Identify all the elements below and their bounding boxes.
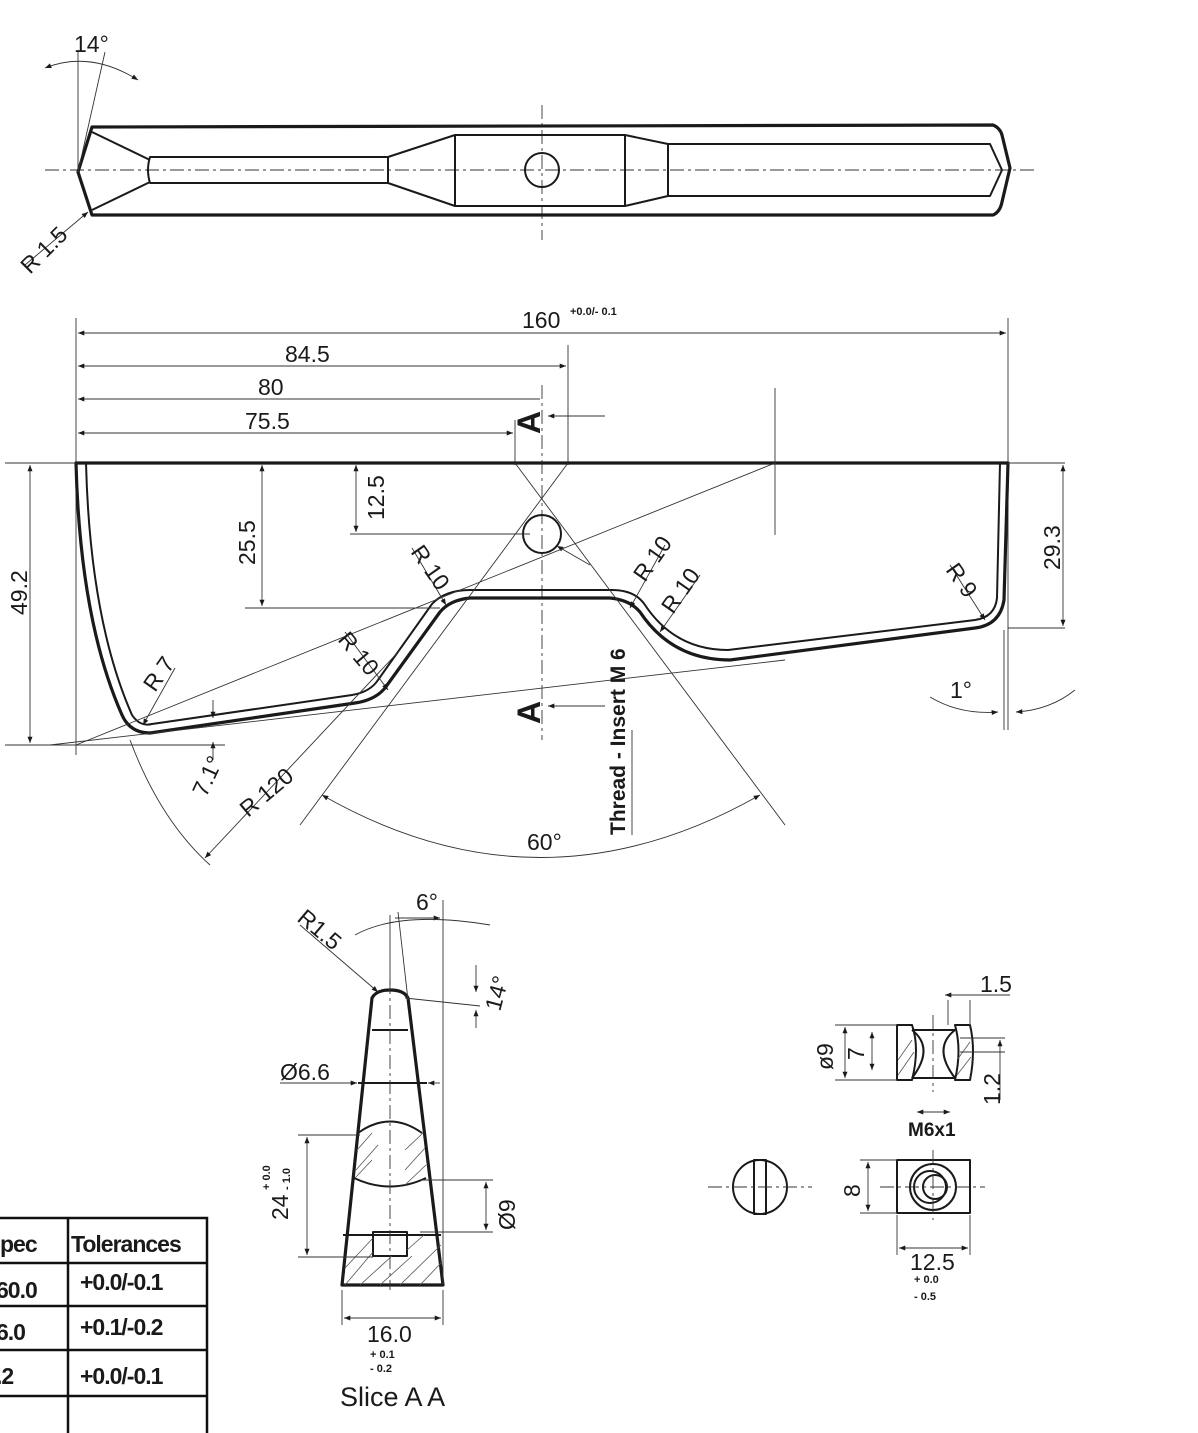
slice-width: 16.0 [367,1321,412,1347]
slice-dim-24-tol-lower: - 1.0 [281,1168,293,1190]
table-cell: +0.0/-0.1 [80,1269,164,1295]
slice-r1-5: R1.5 [293,904,347,955]
table-cell: +0.0/-0.1 [80,1363,164,1389]
radius-r10-d: R 10 [333,627,384,681]
dim-overall-length-tol: +0.0/- 0.1 [570,306,617,318]
spec-table: pec Tolerances 60.0 +0.0/-0.1 6.0 +0.1/-… [0,1216,209,1433]
dim-49-2: 49.2 [6,570,32,615]
slice-view: R1.5 6° 14° Ø6.6 24 + 0.0 - 1.0 Ø9 16.0 … [261,889,520,1412]
insert-width: 12.5 [910,1249,955,1275]
slice-angle-14: 14° [480,973,514,1013]
dim-29-3: 29.3 [1039,525,1065,570]
dim-25-5: 25.5 [234,520,260,565]
slice-title: Slice A A [340,1382,445,1412]
top-angle-label: 14° [74,31,109,57]
dim-80: 80 [258,374,284,400]
angle-7-1: 7.1° [187,752,228,800]
dim-84-5: 84.5 [285,341,330,367]
section-label-bottom: A [511,701,547,724]
slice-width-tol-upper: + 0.1 [370,1349,395,1361]
slice-angle-6: 6° [416,889,438,915]
insert-width-tol-lower: - 0.5 [914,1291,936,1303]
dim-12-5: 12.5 [363,475,389,520]
table-cell: 6.0 [0,1319,25,1345]
radius-r10-c: R 10 [656,563,705,618]
insert-dim-1-2: 1.2 [979,1073,1005,1105]
radius-r10-a: R 10 [406,540,455,595]
insert-view: 1.5 ø9 7 1.2 M6x1 8 12.5 + 0.0 - 0.5 [708,971,1012,1303]
table-cell: 60.0 [0,1277,37,1303]
angle-1: 1° [950,677,972,703]
slice-hatching [344,1132,443,1286]
insert-thread: M6x1 [908,1120,956,1141]
slice-width-tol-lower: - 0.2 [370,1363,392,1375]
blade-outline [74,461,1010,735]
top-radius-label: R 1.5 [15,221,72,278]
insert-dim-8: 8 [839,1184,865,1197]
insert-width-tol-upper: + 0.0 [914,1274,939,1286]
slice-dia-6-6: Ø6.6 [280,1059,330,1085]
slice-dim-24-tol-upper: + 0.0 [261,1165,273,1190]
radius-r9: R 9 [941,558,983,602]
radius-r7: R 7 [138,652,180,696]
thread-insert-note: Thread - Insert M 6 [607,648,630,835]
top-view: 14° R 1.5 [15,31,1035,279]
dim-overall-length: 160 [522,307,560,333]
insert-dim-1-5: 1.5 [980,971,1012,997]
insert-dim-7: 7 [843,1047,869,1060]
table-header-spec: pec [0,1231,38,1257]
table-header-tolerances: Tolerances [71,1231,181,1257]
angle-60: 60° [527,829,562,855]
radius-r120: R 120 [235,762,299,821]
table-cell: +0.1/-0.2 [80,1314,163,1340]
insert-dia-9: ø9 [812,1043,838,1070]
dim-75-5: 75.5 [245,408,290,434]
radius-r10-b: R 10 [628,531,677,586]
section-label-top: A [511,411,547,434]
main-view: 160 +0.0/- 0.1 84.5 80 75.5 A A [5,306,1076,866]
slice-dia-9: Ø9 [494,1199,520,1230]
slice-dim-24: 24 [267,1194,293,1220]
table-cell: .2 [0,1363,13,1389]
